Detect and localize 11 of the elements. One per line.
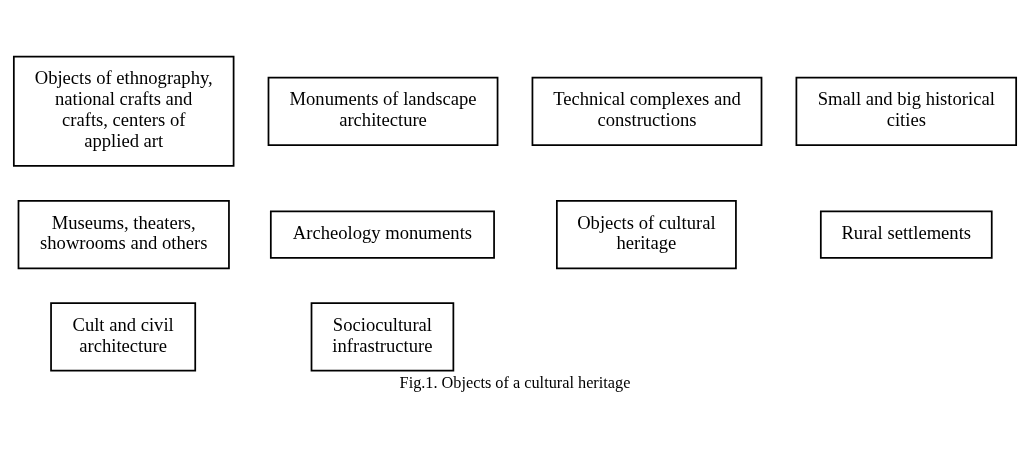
- node-box: Archeology monuments: [269, 209, 495, 259]
- node-box: Objects of ethnography, national crafts and crafts, centers of applied art: [12, 55, 235, 167]
- node-box: Small and big historical cities: [795, 76, 1018, 146]
- node-box: Monuments of landscape architecture: [267, 76, 499, 146]
- node-box: Museums, theaters, showrooms and others: [17, 199, 230, 269]
- caption: Fig.1. Objects of a cultural heritage: [399, 373, 631, 392]
- node-box: Cult and civil architecture: [50, 301, 197, 371]
- node-box: Technical complexes and constructions: [531, 76, 763, 146]
- node-box: Rural settlements: [819, 209, 993, 259]
- node-box: Sociocultural infrastructure: [310, 301, 455, 371]
- node-box: Objects of cultural heritage: [556, 199, 737, 269]
